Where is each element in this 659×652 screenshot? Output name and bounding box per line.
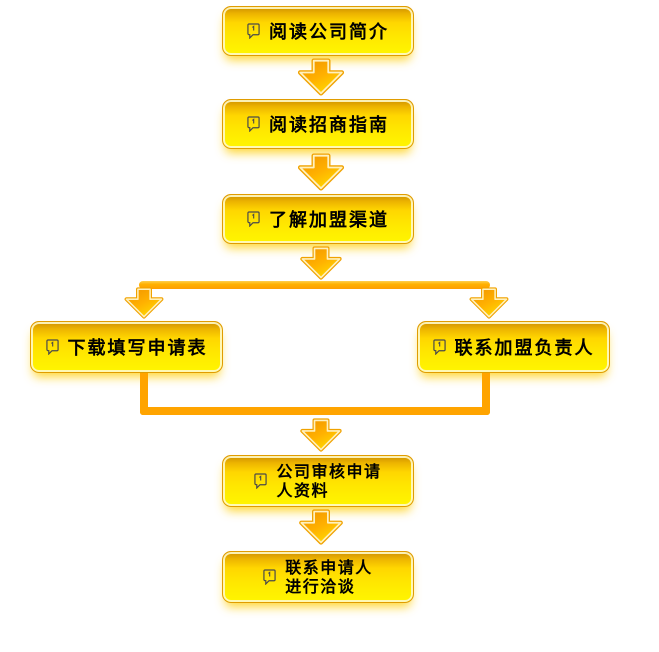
block-arrow-down-icon bbox=[299, 509, 343, 545]
note-page-icon bbox=[254, 473, 268, 489]
note-page-icon bbox=[45, 339, 59, 355]
step-label-line2: 人资料 bbox=[276, 481, 329, 500]
block-arrow-down-icon bbox=[297, 153, 345, 191]
step-label: 下载填写申请表 bbox=[67, 338, 208, 359]
step-label: 联系加盟负责人 bbox=[454, 338, 595, 359]
step-label: 阅读公司简介 bbox=[269, 22, 389, 43]
step-read-company-intro[interactable]: 阅读公司简介 bbox=[222, 6, 414, 56]
step-read-investment-guide[interactable]: 阅读招商指南 bbox=[222, 99, 414, 149]
step-label: 联系申请人进行洽谈 bbox=[285, 558, 373, 596]
step-label-line1: 公司审核申请 bbox=[276, 462, 382, 481]
note-page-icon bbox=[247, 116, 260, 132]
note-page-icon bbox=[247, 211, 260, 227]
split-connector-bar bbox=[139, 281, 490, 289]
step-label-line1: 联系申请人 bbox=[285, 558, 373, 577]
step-label: 了解加盟渠道 bbox=[269, 210, 389, 231]
block-arrow-down-icon bbox=[124, 287, 164, 319]
note-page-icon bbox=[263, 569, 276, 585]
step-company-review-application[interactable]: 公司审核申请人资料 bbox=[222, 455, 414, 507]
note-page-icon bbox=[247, 23, 260, 39]
step-label-line2: 进行洽谈 bbox=[285, 577, 356, 596]
step-contact-franchise-manager[interactable]: 联系加盟负责人 bbox=[417, 321, 610, 373]
block-arrow-down-icon bbox=[297, 58, 345, 96]
merge-connector bbox=[140, 373, 490, 415]
block-arrow-down-icon bbox=[300, 246, 342, 280]
note-page-icon bbox=[432, 339, 446, 355]
step-learn-franchise-channels[interactable]: 了解加盟渠道 bbox=[222, 194, 414, 244]
step-label: 阅读招商指南 bbox=[269, 115, 389, 136]
step-contact-applicant-negotiate[interactable]: 联系申请人进行洽谈 bbox=[222, 551, 414, 603]
block-arrow-down-icon bbox=[469, 287, 509, 319]
step-download-application-form[interactable]: 下载填写申请表 bbox=[30, 321, 223, 373]
step-label: 公司审核申请人资料 bbox=[276, 462, 381, 500]
block-arrow-down-icon bbox=[300, 418, 342, 452]
